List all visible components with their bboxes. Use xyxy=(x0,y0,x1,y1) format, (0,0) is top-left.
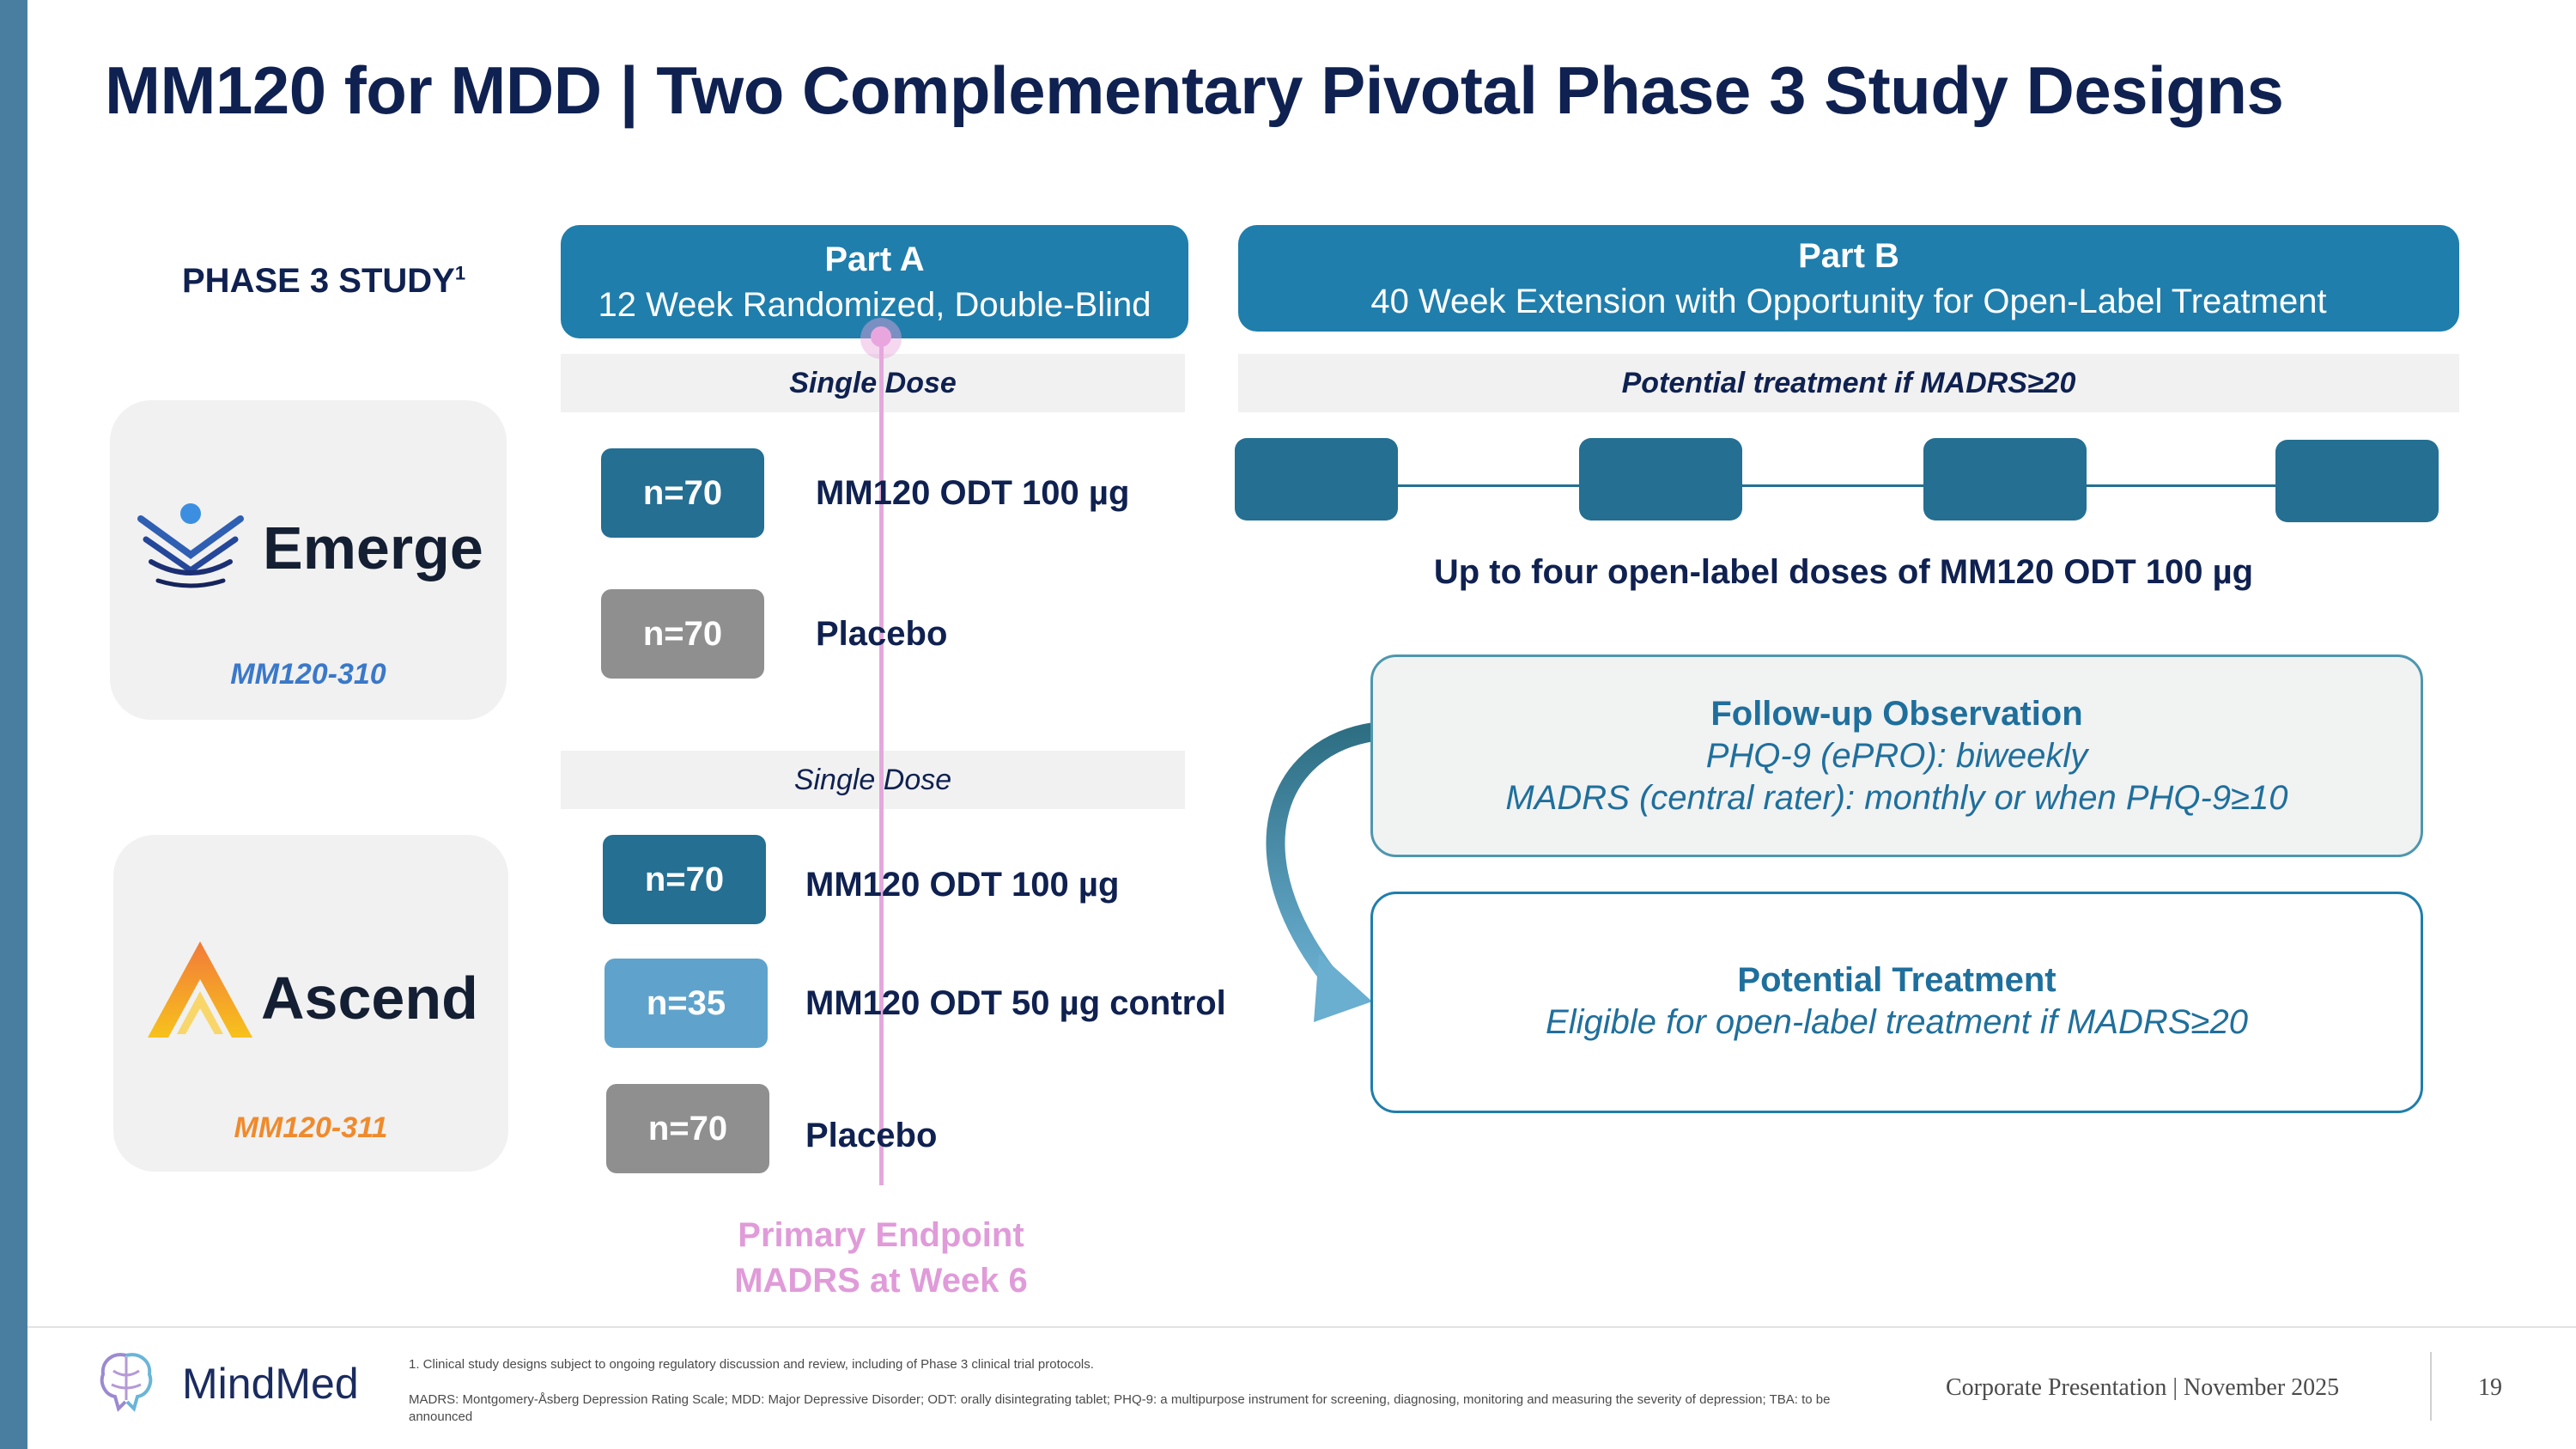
page-title: MM120 for MDD | Two Complementary Pivota… xyxy=(105,52,2284,128)
arm-310-1-label: MM120 ODT 100 µg xyxy=(816,474,1130,512)
arm-311-2-n-pill: n=35 xyxy=(605,959,768,1048)
phase-3-study-text: PHASE 3 STUDY xyxy=(182,262,455,300)
primary-endpoint-measure: MADRS at Week 6 xyxy=(734,1262,1028,1300)
part-b-title: Part B xyxy=(1798,237,1899,275)
phase-3-study-label: PHASE 3 STUDY1 xyxy=(182,262,465,301)
part-b-subtitle: 40 Week Extension with Opportunity for O… xyxy=(1370,283,2327,320)
mindmed-brand: MindMed xyxy=(182,1360,359,1408)
emerge-study-id: MM120-310 xyxy=(230,658,386,691)
potential-treatment-band: Potential treatment if MADRS≥20 xyxy=(1238,354,2459,412)
ascend-study-card: Ascend MM120-311 xyxy=(113,835,508,1172)
arm-311-3-n-pill: n=70 xyxy=(606,1084,769,1173)
arm-310-2-n-pill: n=70 xyxy=(601,589,764,679)
open-label-dose-1 xyxy=(1235,438,1398,521)
emerge-name: Emerge xyxy=(263,514,483,581)
footnote-marker: 1 xyxy=(454,262,466,284)
open-label-dose-4 xyxy=(2275,440,2439,522)
followup-title: Follow-up Observation xyxy=(1710,695,2083,733)
arm-311-1-n-pill: n=70 xyxy=(603,835,766,924)
ascend-name: Ascend xyxy=(261,965,478,1032)
part-a-title: Part A xyxy=(824,240,925,278)
footnote-abbreviations: MADRS: Montgomery-Åsberg Depression Rati… xyxy=(409,1392,1831,1424)
single-dose-band-311: Single Dose xyxy=(561,751,1185,809)
dose-timeline-line xyxy=(1314,484,2361,487)
single-dose-band-310: Single Dose xyxy=(561,354,1185,412)
ascend-logo-icon xyxy=(148,941,252,1038)
primary-endpoint-label: Primary Endpoint MADRS at Week 6 xyxy=(709,1216,1053,1300)
arm-310-2-label: Placebo xyxy=(816,615,948,653)
open-label-dose-2 xyxy=(1579,438,1742,521)
mindmed-logo-icon xyxy=(100,1353,153,1412)
presentation-label: Corporate Presentation | November 2025 xyxy=(1946,1374,2340,1401)
primary-endpoint-dot xyxy=(871,326,891,347)
potential-title: Potential Treatment xyxy=(1737,961,2057,999)
arm-311-1-label: MM120 ODT 100 µg xyxy=(805,866,1120,904)
left-accent-bar xyxy=(0,0,27,1449)
arm-310-1-n-pill: n=70 xyxy=(601,448,764,538)
footer-vertical-divider xyxy=(2430,1352,2432,1421)
primary-endpoint-line xyxy=(879,335,884,1185)
ascend-study-id: MM120-311 xyxy=(234,1111,388,1144)
arm-311-3-label: Placebo xyxy=(805,1117,938,1154)
part-a-header: Part A 12 Week Randomized, Double-Blind xyxy=(561,225,1188,338)
potential-treatment-box: Potential Treatment Eligible for open-la… xyxy=(1370,892,2423,1113)
footnote-1: 1. Clinical study designs subject to ong… xyxy=(409,1357,1094,1372)
followup-line-2: MADRS (central rater): monthly or when P… xyxy=(1505,779,2288,817)
potential-line-1: Eligible for open-label treatment if MAD… xyxy=(1546,1003,2248,1041)
open-label-dose-3 xyxy=(1923,438,2087,521)
primary-endpoint-title: Primary Endpoint xyxy=(738,1216,1024,1254)
part-b-header: Part B 40 Week Extension with Opportunit… xyxy=(1238,225,2459,332)
open-label-caption: Up to four open-label doses of MM120 ODT… xyxy=(1433,553,2254,591)
curved-arrow-icon xyxy=(1266,722,1376,1022)
page-number: 19 xyxy=(2478,1374,2502,1401)
emerge-study-card: Emerge MM120-310 xyxy=(110,400,507,720)
followup-line-1: PHQ-9 (ePRO): biweekly xyxy=(1705,737,2088,775)
footer-divider xyxy=(27,1326,2576,1328)
part-a-subtitle: 12 Week Randomized, Double-Blind xyxy=(598,286,1151,324)
followup-observation-box: Follow-up Observation PHQ-9 (ePRO): biwe… xyxy=(1370,654,2423,857)
arm-311-2-label: MM120 ODT 50 µg control xyxy=(805,984,1226,1022)
emerge-logo-icon xyxy=(137,503,244,588)
